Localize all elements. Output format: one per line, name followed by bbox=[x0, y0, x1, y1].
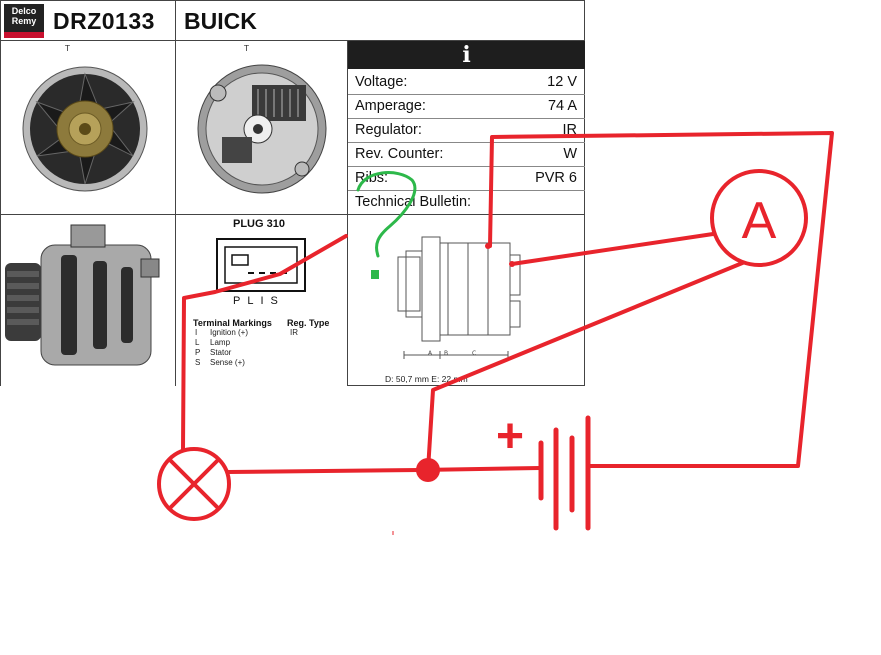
delco-remy-logo: Delco Remy bbox=[4, 4, 44, 38]
make-header: BUICK bbox=[176, 1, 585, 41]
spec-label: Rev. Counter: bbox=[355, 146, 444, 162]
spec-row-amperage: Amperage: 74 A bbox=[348, 95, 585, 119]
terminal-dot bbox=[485, 243, 491, 249]
part-header: Delco Remy DRZ0133 bbox=[1, 1, 176, 41]
terminal-desc: Sense (+) bbox=[210, 358, 245, 367]
front-photo-cell: T bbox=[1, 41, 176, 215]
svg-text:T: T bbox=[243, 44, 249, 53]
terminal-desc: Stator bbox=[210, 348, 232, 357]
spec-value: W bbox=[563, 146, 577, 162]
alternator-front-image: T bbox=[22, 44, 148, 192]
spec-value: 12 V bbox=[547, 74, 577, 90]
spec-value: 74 A bbox=[547, 98, 577, 114]
alternator-side-image bbox=[5, 224, 160, 366]
logo-line-2: Remy bbox=[11, 16, 37, 26]
plug-title: PLUG 310 bbox=[233, 218, 285, 230]
dim-letter-c: C bbox=[472, 350, 476, 357]
spec-value: IR bbox=[562, 122, 578, 138]
svg-text:T: T bbox=[64, 44, 70, 53]
wire-lamp-to-plug bbox=[181, 234, 348, 452]
ammeter-icon: A bbox=[710, 169, 808, 267]
rear-photo-cell: T bbox=[176, 41, 348, 215]
spec-row-regulator: Regulator: IR bbox=[348, 119, 585, 143]
vehicle-make: BUICK bbox=[184, 8, 257, 34]
lamp-icon bbox=[157, 447, 231, 521]
wire-top-loop bbox=[488, 131, 834, 468]
side-photo-cell bbox=[1, 215, 176, 386]
info-icon: i bbox=[348, 41, 585, 69]
junction-dot bbox=[416, 458, 440, 482]
alternator-technical-drawing: A B C bbox=[397, 236, 521, 359]
dim-letter-b: B bbox=[444, 350, 448, 357]
reg-type-heading: Reg. Type bbox=[287, 318, 330, 328]
spec-value: PVR 6 bbox=[535, 170, 577, 186]
part-number: DRZ0133 bbox=[53, 8, 155, 34]
battery-icon bbox=[538, 415, 591, 531]
wire-ammeter-to-junction bbox=[426, 255, 759, 472]
plug-cell bbox=[176, 215, 348, 386]
terminal-desc: Ignition (+) bbox=[210, 328, 249, 337]
alternator-rear-image: T bbox=[197, 44, 327, 194]
spec-label: Technical Bulletin: bbox=[355, 194, 472, 210]
battery-plus-sign: + bbox=[496, 410, 524, 463]
reg-type-value: IR bbox=[290, 328, 298, 337]
spec-label: Regulator: bbox=[355, 122, 422, 138]
wire-output-to-ammeter bbox=[510, 232, 715, 266]
dimensions-text: D: 50,7 mm E: 22 mm bbox=[385, 374, 468, 384]
terminal-desc: Lamp bbox=[210, 338, 231, 347]
terminal-code: I bbox=[195, 328, 198, 337]
spec-row-rev-counter: Rev. Counter: W bbox=[348, 143, 585, 167]
green-mark bbox=[371, 270, 379, 279]
spec-row-technical-bulletin: Technical Bulletin: bbox=[348, 191, 585, 215]
terminal-code: L bbox=[195, 338, 200, 347]
terminal-code: P bbox=[195, 348, 201, 357]
logo-line-1: Delco bbox=[11, 6, 37, 16]
spec-row-voltage: Voltage: 12 V bbox=[348, 71, 585, 95]
plug-pin-letters: PLIS bbox=[233, 295, 285, 307]
ammeter-label: A bbox=[742, 192, 777, 250]
output-terminal-dot bbox=[509, 261, 515, 267]
spec-label: Voltage: bbox=[355, 74, 408, 90]
wire-lamp-to-battery bbox=[226, 466, 542, 474]
terminal-markings-heading: Terminal Markings bbox=[193, 318, 272, 328]
spec-label: Amperage: bbox=[355, 98, 426, 114]
terminal-code: S bbox=[195, 358, 201, 367]
alternator-spec-sheet: Delco Remy DRZ0133 BUICK T bbox=[0, 0, 585, 386]
green-sketch bbox=[356, 171, 417, 258]
technical-drawing-cell: A B C bbox=[348, 215, 585, 386]
dim-letter-a: A bbox=[428, 350, 433, 357]
